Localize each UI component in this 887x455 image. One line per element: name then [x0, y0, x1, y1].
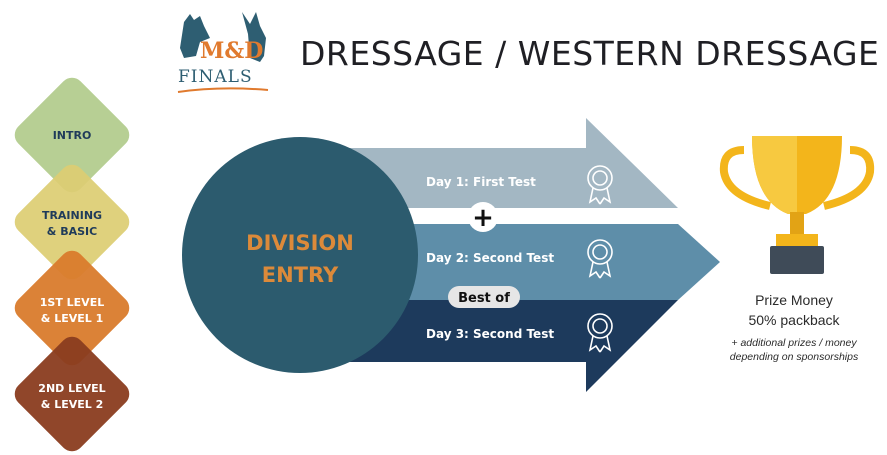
level-first-label-1: 1ST LEVEL	[40, 296, 104, 309]
trophy-icon	[719, 136, 875, 274]
plus-badge	[468, 202, 498, 232]
prize-info: Prize Money 50% packback + additional pr…	[706, 290, 882, 364]
prize-note-line-1: + additional prizes / money	[731, 337, 857, 349]
division-entry-label-2: ENTRY	[262, 263, 339, 287]
level-diamond-intro	[14, 77, 130, 193]
ribbon-icon	[587, 165, 613, 205]
logo-subtitle: FINALS	[178, 67, 253, 87]
day2-band	[322, 224, 720, 300]
division-entry-label-1: DIVISION	[246, 231, 354, 255]
ribbon-icon	[587, 239, 613, 279]
level-diamonds	[14, 77, 130, 452]
prize-packback-label: 50% packback	[748, 312, 840, 328]
level-diamond-second	[14, 336, 130, 452]
page-title: DRESSAGE / WESTERN DRESSAGE	[300, 34, 880, 73]
level-second-label-1: 2ND LEVEL	[38, 382, 105, 395]
prize-money-label: Prize Money	[755, 292, 833, 308]
horse-icon	[180, 14, 210, 58]
level-second-label-2: & LEVEL 2	[41, 398, 103, 411]
prize-note: + additional prizes / money depending on…	[706, 336, 882, 364]
logo: M&D FINALS	[177, 12, 269, 93]
level-training-label-2: & BASIC	[47, 225, 97, 238]
level-intro-label: INTRO	[53, 129, 92, 142]
level-training-label-1: TRAINING	[42, 209, 102, 222]
logo-swoosh	[177, 87, 269, 93]
division-entry-circle	[182, 137, 418, 373]
day2-label: Day 2: Second Test	[426, 251, 554, 265]
ribbon-icon	[587, 313, 613, 353]
plus-symbol: +	[472, 203, 494, 233]
best-of-label: Best of	[458, 291, 510, 306]
day3-label: Day 3: Second Test	[426, 327, 554, 341]
level-first-label-2: & LEVEL 1	[41, 312, 103, 325]
logo-mark: M&D	[200, 38, 263, 64]
day1-label: Day 1: First Test	[426, 175, 536, 189]
prize-note-line-2: depending on sponsorships	[729, 351, 859, 363]
best-of-badge	[448, 286, 520, 308]
level-diamond-training	[14, 164, 130, 280]
level-diamond-first	[14, 250, 130, 366]
day1-band	[320, 118, 678, 208]
donkey-icon	[242, 12, 266, 62]
